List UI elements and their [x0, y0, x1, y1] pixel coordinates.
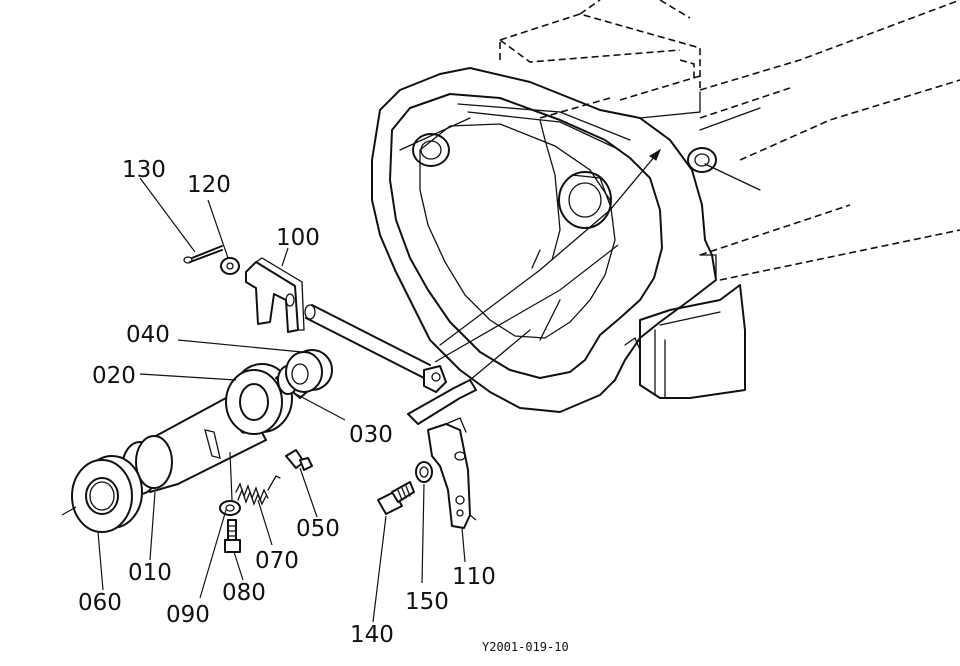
clutch-housing	[371, 0, 960, 413]
release-shaft	[304, 244, 619, 379]
bearing-060	[71, 455, 143, 533]
figure-code: Y2001-019-10	[482, 640, 569, 654]
label-130: 130	[122, 157, 166, 183]
part-labels: 130 120 100 040 020 030 050 070 010 060 …	[78, 157, 569, 654]
label-110: 110	[452, 564, 496, 590]
label-080: 080	[222, 580, 266, 606]
leader-lines	[61, 148, 761, 623]
label-040: 040	[126, 322, 170, 348]
bolt-140	[377, 481, 415, 515]
release-bearing-020	[225, 363, 293, 435]
label-010: 010	[128, 560, 172, 586]
label-050: 050	[296, 516, 340, 542]
split-pin-130	[183, 245, 223, 264]
label-090: 090	[166, 602, 210, 628]
label-150: 150	[405, 589, 449, 615]
bearing-040	[285, 349, 333, 393]
washer-150	[415, 461, 433, 483]
label-030: 030	[349, 422, 393, 448]
washer-120	[220, 257, 240, 275]
label-140: 140	[350, 622, 394, 648]
label-120: 120	[187, 172, 231, 198]
label-070: 070	[255, 548, 299, 574]
label-060: 060	[78, 590, 122, 616]
shift-arm-110	[407, 365, 477, 529]
spring-070	[235, 475, 281, 506]
label-100: 100	[276, 225, 320, 251]
release-fork-100	[245, 257, 305, 333]
grease-nipple-050	[285, 449, 313, 471]
label-020: 020	[92, 363, 136, 389]
bolt-080	[224, 519, 241, 553]
washer-090	[219, 500, 241, 516]
